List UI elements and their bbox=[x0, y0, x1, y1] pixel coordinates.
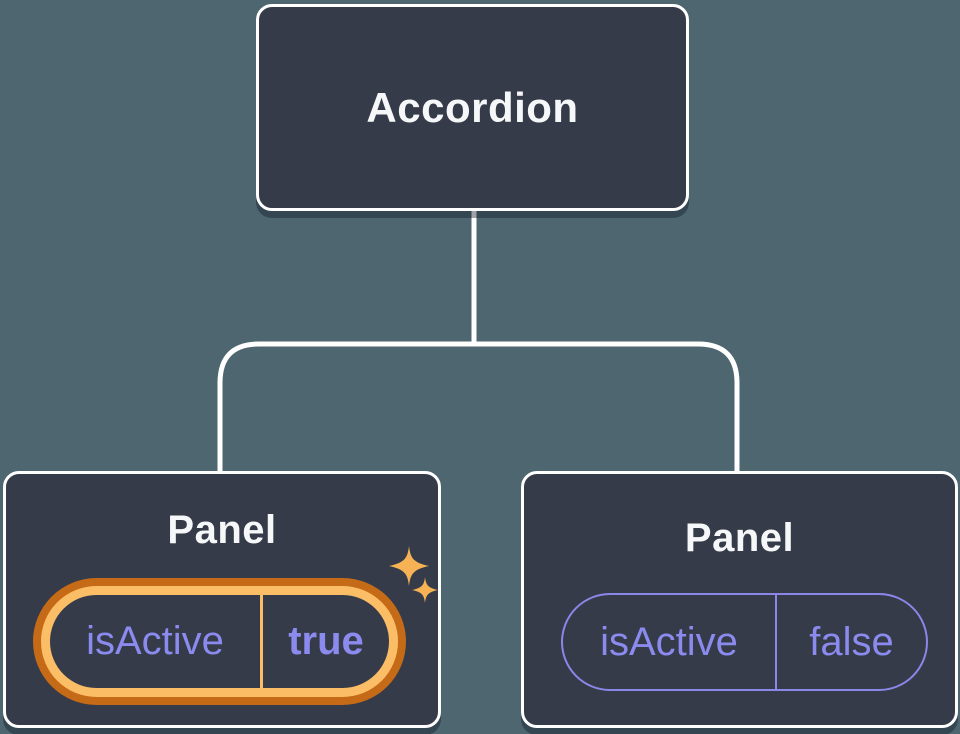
sparkle-icon bbox=[389, 546, 429, 586]
state-pill-active: isActive true bbox=[50, 595, 389, 688]
state-prop-name: isActive bbox=[86, 619, 224, 663]
state-pill-inactive: isActive false bbox=[561, 593, 928, 691]
state-prop-value: true bbox=[260, 595, 389, 688]
state-prop-name: isActive bbox=[600, 619, 738, 664]
sparkle-icon bbox=[412, 577, 438, 603]
node-panel-active-label: Panel bbox=[167, 508, 277, 552]
connector-branch bbox=[217, 341, 740, 473]
node-accordion: Accordion bbox=[256, 4, 689, 211]
node-panel-active: Panel isActive true bbox=[3, 471, 441, 728]
state-prop-value: false bbox=[775, 595, 926, 689]
node-panel-inactive-label: Panel bbox=[684, 516, 795, 560]
node-accordion-label: Accordion bbox=[366, 83, 579, 131]
node-panel-inactive: Panel isActive false bbox=[521, 471, 958, 728]
